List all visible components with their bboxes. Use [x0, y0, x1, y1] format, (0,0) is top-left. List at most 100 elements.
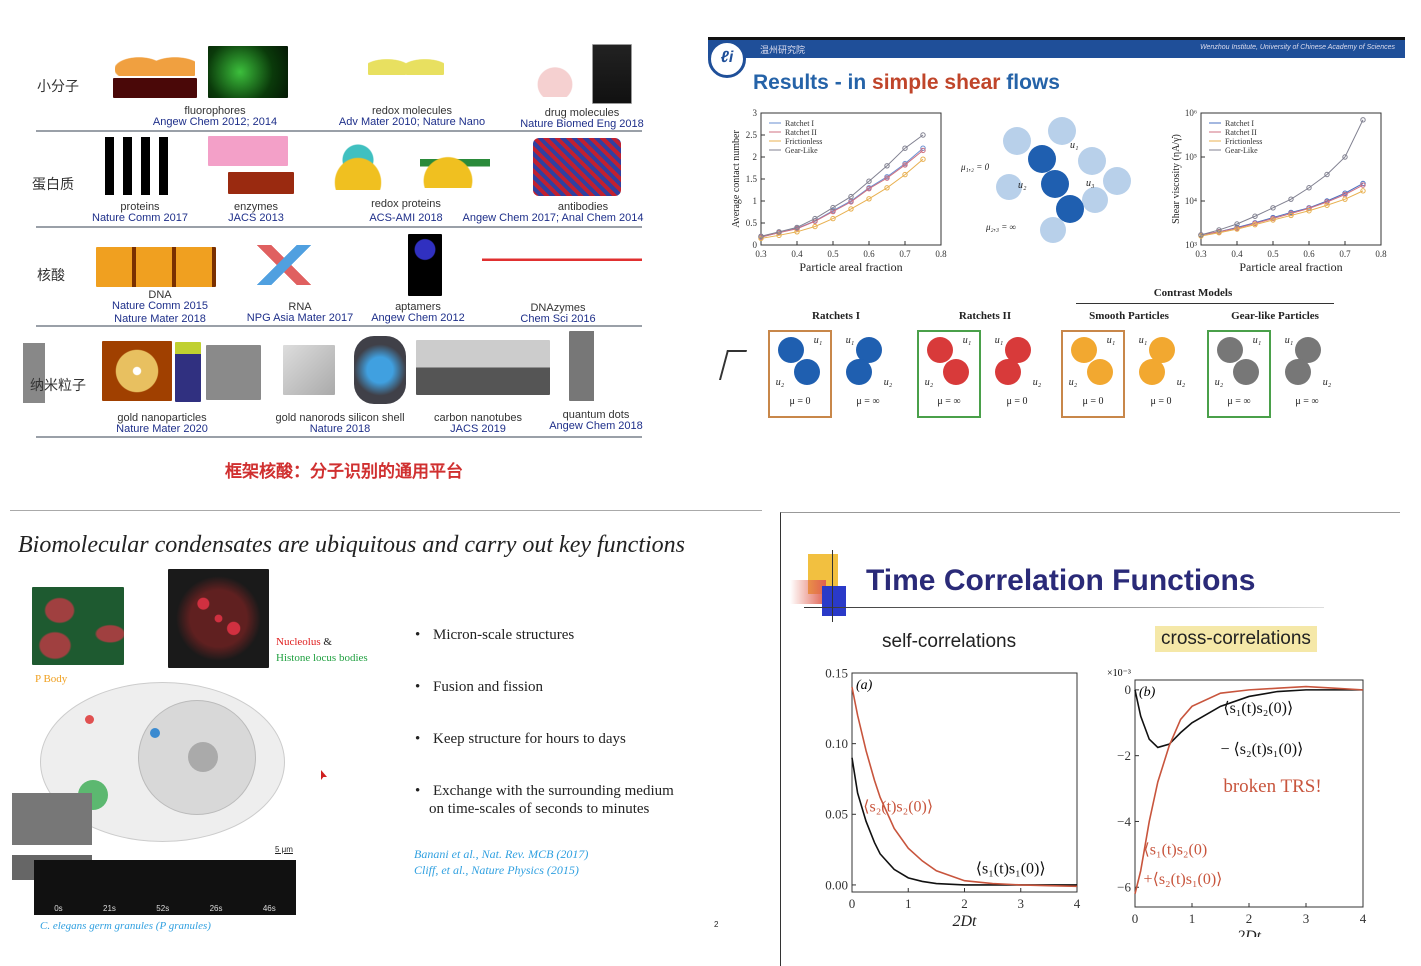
enzyme-images	[228, 172, 294, 194]
y-tick-label: 10⁴	[1185, 196, 1197, 206]
series-line	[1200, 119, 1364, 236]
slide-title: Time Correlation Functions	[866, 564, 1256, 597]
data-point	[1360, 117, 1366, 123]
y-tick-label: 0.10	[825, 736, 848, 751]
pbody-microscopy-image	[32, 587, 124, 665]
data-point	[1216, 230, 1222, 236]
velocity-label: u₂	[1032, 377, 1042, 388]
velocity-label: u₁	[1284, 335, 1294, 346]
data-point	[1288, 196, 1294, 202]
velocity-label: u₂	[1214, 377, 1224, 388]
panel-frame	[1061, 330, 1125, 418]
cross-correlations-label: cross-correlations	[1155, 626, 1317, 652]
velocity-label: u₁	[994, 335, 1004, 346]
particle	[1149, 337, 1175, 363]
mouse-illustration	[525, 55, 585, 97]
y-tick-label: 1	[753, 196, 758, 206]
velocity-label: u₂	[883, 377, 893, 388]
data-point	[866, 185, 872, 192]
data-point	[920, 132, 926, 138]
header-right-text: Wenzhou Institute, University of Chinese…	[1200, 44, 1395, 51]
title-decoration	[822, 586, 846, 616]
particle	[778, 337, 804, 363]
data-point	[1324, 171, 1330, 178]
data-point	[1342, 196, 1348, 202]
overlay-thumbnail	[23, 343, 45, 403]
velocity-label: u₂	[1068, 377, 1078, 388]
x-axis-label: Particle areal fraction	[799, 260, 902, 274]
row-divider	[36, 436, 642, 438]
panel-frame	[1207, 330, 1271, 418]
particle	[1295, 337, 1321, 363]
row-divider	[36, 325, 642, 327]
friction-left-label: μ = ∞	[1227, 396, 1251, 407]
carbon-nanotube-images	[416, 340, 550, 395]
overlay-thumbnail	[12, 793, 92, 845]
header-bar	[708, 37, 1405, 58]
series-line	[760, 158, 924, 239]
legend-entry: Ratchet II	[785, 128, 817, 137]
y-tick-label: −6	[1117, 880, 1131, 895]
nucleolus-microscopy-image	[168, 569, 269, 668]
particle	[1005, 337, 1031, 363]
data-point	[920, 145, 926, 151]
data-point	[866, 196, 872, 202]
legend-entry: Frictionless	[785, 137, 822, 146]
panel-frame	[768, 330, 832, 418]
self-correlations-label: self-correlations	[882, 631, 1017, 652]
data-point	[1360, 180, 1366, 187]
data-point	[1360, 188, 1366, 194]
friction-left-label: μ = 0	[789, 396, 811, 407]
data-point	[902, 171, 908, 178]
pbody-label: P Body	[35, 673, 68, 685]
granule-timelapse: 0s 21s 52s 26s 46s	[34, 860, 296, 915]
title-rule-vertical	[832, 550, 833, 622]
tetrahedron-illustration	[115, 42, 195, 76]
series-line	[760, 147, 924, 238]
panel-frame	[917, 330, 981, 418]
y-tick-label: 3	[753, 108, 758, 118]
y-tick-label: 0.00	[825, 877, 848, 892]
particle	[927, 337, 953, 363]
x-axis-label: Particle areal fraction	[1239, 260, 1342, 274]
bullet-item: Keep structure for hours to days	[415, 731, 626, 748]
data-point	[1288, 212, 1294, 219]
particle	[1071, 337, 1097, 363]
y-axis-label: Average contact number	[731, 130, 742, 228]
velocity-label: u₂	[1176, 377, 1186, 388]
particle	[1139, 359, 1165, 385]
dnazyme-tetrahedra	[482, 238, 642, 284]
data-point	[1324, 199, 1330, 205]
panel-label: (b)	[1139, 685, 1156, 700]
tem-image	[206, 345, 261, 400]
slide-shear-flows: 温州研究院 Wenzhou Institute, University of C…	[708, 37, 1405, 440]
scale-bar-label: 5 μm	[275, 845, 293, 854]
granules-caption: C. elegans germ granules (P granules)	[40, 920, 211, 932]
legend-entry: Gear-Like	[785, 146, 818, 155]
y-tick-label: 0.05	[825, 807, 848, 822]
slide-caption: 框架核酸：分子识别的通用平台	[225, 462, 463, 481]
x-axis-label: 2Dt	[953, 913, 978, 930]
x-tick-label: 2	[1246, 911, 1253, 926]
data-point	[1360, 182, 1366, 188]
y-axis-label: Shear viscosity (ηA/γ̇)	[1171, 134, 1182, 224]
x-tick-label: 0.8	[1375, 249, 1387, 259]
x-tick-label: 0.8	[935, 249, 947, 259]
data-point	[848, 206, 854, 212]
x-tick-label: 3	[1018, 896, 1025, 911]
slide-border	[780, 512, 1400, 966]
y-tick-label: 0.5	[746, 218, 758, 228]
slide-dna-frameworks: 小分子 蛋白质 核酸 纳米粒子	[20, 35, 665, 485]
panel-title: Gear-like Particles	[1231, 310, 1319, 322]
data-point	[1252, 213, 1258, 219]
data-point	[884, 185, 890, 191]
x-tick-label: 0.5	[827, 249, 839, 259]
slide-title: Biomolecular condensates are ubiquitous …	[18, 532, 685, 558]
y-tick-label: 1.5	[746, 174, 758, 184]
velocity-label: u₂	[924, 377, 934, 388]
